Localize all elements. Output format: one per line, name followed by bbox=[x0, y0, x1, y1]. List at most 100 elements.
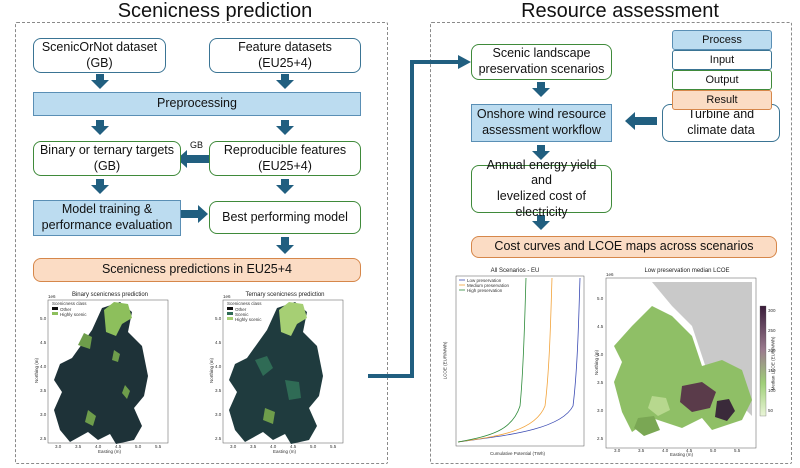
lcoe-xtick: 3.5 bbox=[638, 448, 645, 453]
lcoe-cbar-tick: 100 bbox=[768, 388, 776, 393]
scenic-scenarios-box: Scenic landscape preservation scenarios bbox=[471, 44, 612, 80]
lcoe-xtick: 5.0 bbox=[710, 448, 717, 453]
binary-ytick: 5.0 bbox=[40, 316, 47, 321]
binary-ytick: 2.5 bbox=[40, 436, 47, 441]
binary-map-xlabel: Easting (m) bbox=[98, 449, 122, 454]
lcoe-cbar-tick: 300 bbox=[768, 308, 776, 313]
arrow-down bbox=[276, 74, 294, 89]
ternary-map-xlabel: Easting (m) bbox=[273, 449, 297, 454]
model-training-box: Model training & performance evaluation bbox=[33, 200, 181, 236]
lcoe-map-scale: 1e6 bbox=[606, 272, 614, 277]
binary-map-title: Binary scenicness prediction bbox=[71, 292, 149, 298]
arrow-left bbox=[177, 150, 209, 168]
binary-xtick: 4.0 bbox=[95, 444, 102, 449]
lcoe-xtick: 4.5 bbox=[686, 448, 693, 453]
preprocessing-box: Preprocessing bbox=[33, 92, 361, 116]
binary-ytick: 3.0 bbox=[40, 412, 47, 417]
cost-curve-xlabel: Cumulative Potential (TWh) bbox=[490, 451, 546, 456]
ternary-ytick: 3.5 bbox=[215, 388, 222, 393]
curve-legend-low: Low preservation bbox=[467, 278, 502, 283]
binary-ytick: 3.5 bbox=[40, 388, 47, 393]
ternary-ytick: 2.5 bbox=[215, 436, 222, 441]
lcoe-xtick: 4.0 bbox=[662, 448, 669, 453]
binary-xtick: 3.0 bbox=[55, 444, 62, 449]
lcoe-ytick: 3.0 bbox=[597, 408, 604, 413]
lcoe-ytick: 3.5 bbox=[597, 380, 604, 385]
gb-label: GB bbox=[190, 140, 204, 150]
scenic-or-not-dataset-box: ScenicOrNot dataset (GB) bbox=[33, 38, 166, 73]
right-section-title: Resource assessment bbox=[521, 0, 719, 22]
curve-legend-high: High preservation bbox=[467, 288, 503, 293]
lcoe-xtick: 3.0 bbox=[614, 448, 621, 453]
arrow-down bbox=[276, 179, 294, 194]
binary-ytick: 4.5 bbox=[40, 340, 47, 345]
lcoe-cbar-tick: 150 bbox=[768, 368, 776, 373]
lcoe-cbar-tick: 50 bbox=[768, 408, 774, 413]
curve-legend-medium: Medium preservation bbox=[467, 283, 510, 288]
binary-xtick: 3.5 bbox=[75, 444, 82, 449]
ternary-map-ylabel: Northing (m) bbox=[209, 357, 215, 384]
predictions-box: Scenicness predictions in EU25+4 bbox=[33, 258, 361, 282]
legend-output: Output bbox=[672, 70, 772, 90]
ternary-ytick: 5.0 bbox=[215, 316, 222, 321]
arrow-left bbox=[625, 112, 657, 130]
binary-map-plot bbox=[47, 299, 169, 444]
wind-workflow-box: Onshore wind resource assessment workflo… bbox=[471, 104, 612, 142]
curve-medium-preservation bbox=[457, 277, 553, 443]
binary-legend-title: Scenicness class bbox=[52, 301, 87, 306]
ternary-ytick: 4.5 bbox=[215, 340, 222, 345]
ternary-xtick: 5.5 bbox=[330, 444, 337, 449]
cost-curve-ylabel: LCOE (EUR/MWh) bbox=[442, 341, 448, 380]
binary-legend-highly-scenic: Highly scenic bbox=[60, 312, 87, 317]
arrow-down bbox=[91, 179, 109, 194]
right-panel bbox=[430, 22, 792, 464]
ternary-xtick: 4.5 bbox=[290, 444, 297, 449]
feature-datasets-box: Feature datasets (EU25+4) bbox=[209, 38, 361, 73]
arrow-down bbox=[532, 145, 550, 160]
arrow-down bbox=[91, 120, 109, 135]
lcoe-ytick: 4.0 bbox=[597, 352, 604, 357]
lcoe-map-title: Low preservation median LCOE bbox=[644, 268, 730, 274]
lcoe-colorbar bbox=[759, 305, 767, 417]
lcoe-map-figure: Low preservation median LCOE 300 250 200… bbox=[592, 266, 782, 460]
connector-arrow bbox=[368, 60, 460, 378]
binary-legend-other: Other bbox=[60, 307, 72, 312]
legend-result: Result bbox=[672, 90, 772, 110]
ternary-legend-scenic: Scenic bbox=[235, 312, 249, 317]
lcoe-ytick: 5.0 bbox=[597, 296, 604, 301]
best-model-box: Best performing model bbox=[209, 201, 361, 234]
arrow-down bbox=[91, 74, 109, 89]
lcoe-map-xlabel: Easting (m) bbox=[670, 452, 694, 457]
cost-curve-figure: All Scenarios - EU Low preservation Medi… bbox=[440, 266, 590, 460]
arrow-down bbox=[532, 82, 550, 97]
arrow-right bbox=[181, 205, 208, 223]
ternary-legend-title: Scenicness class bbox=[227, 301, 262, 306]
lcoe-ytick: 4.5 bbox=[597, 324, 604, 329]
left-panel bbox=[15, 22, 388, 464]
lcoe-map-plot bbox=[605, 277, 767, 449]
reproducible-features-box: Reproducible features (EU25+4) bbox=[209, 141, 361, 176]
ternary-legend-other: Other bbox=[235, 307, 247, 312]
binary-map-figure: Binary scenicness prediction Scenicness … bbox=[30, 290, 190, 458]
arrow-down bbox=[276, 237, 294, 254]
binary-xtick: 5.5 bbox=[155, 444, 162, 449]
legend-process: Process bbox=[672, 30, 772, 50]
ternary-xtick: 3.5 bbox=[250, 444, 257, 449]
ternary-legend-highly-scenic: Highly scenic bbox=[235, 317, 262, 322]
legend-input: Input bbox=[672, 50, 772, 70]
ternary-xtick: 3.0 bbox=[230, 444, 237, 449]
ternary-map-title: Ternary scenicness prediction bbox=[245, 292, 325, 298]
curve-high-preservation bbox=[457, 277, 527, 443]
lcoe-colorbar-label: Median LCOE (EUR/MWh) bbox=[770, 336, 776, 391]
ternary-xtick: 4.0 bbox=[270, 444, 277, 449]
targets-box: Binary or ternary targets (GB) bbox=[33, 141, 181, 176]
ternary-ytick: 3.0 bbox=[215, 412, 222, 417]
energy-yield-box: Annual energy yield and levelized cost o… bbox=[471, 158, 612, 219]
cost-curves-box: Cost curves and LCOE maps across scenari… bbox=[471, 236, 777, 258]
cost-curve-plot bbox=[455, 275, 585, 447]
lcoe-ytick: 2.5 bbox=[597, 436, 604, 441]
ternary-map-plot bbox=[222, 299, 344, 444]
lcoe-xtick: 5.5 bbox=[734, 448, 741, 453]
binary-ytick: 4.0 bbox=[40, 364, 47, 369]
